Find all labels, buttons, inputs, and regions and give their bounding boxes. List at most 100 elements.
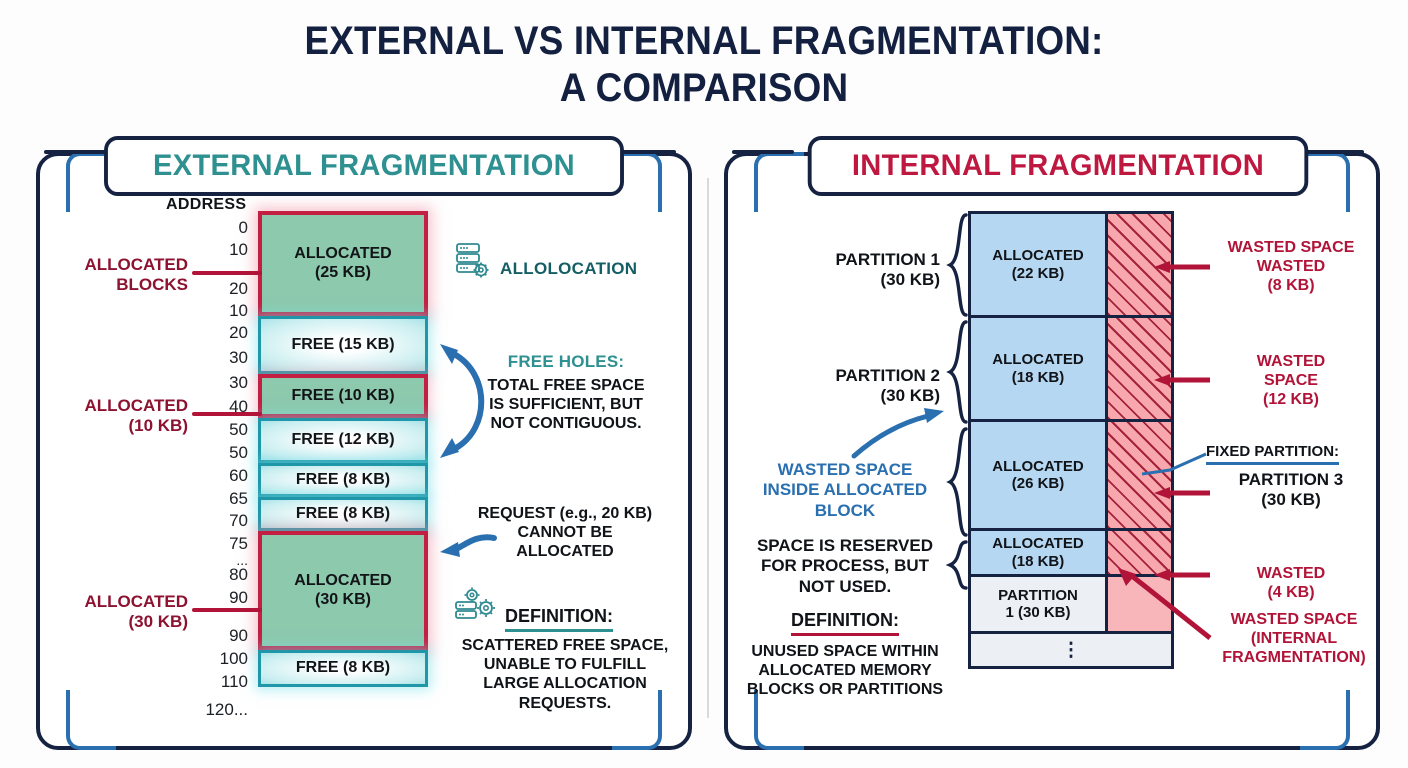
free-holes-heading-wrap: FREE HOLES: bbox=[466, 352, 666, 372]
free-holes-double-arrow-icon bbox=[440, 344, 485, 458]
partition-alloc-line2: (18 KB) bbox=[1011, 552, 1065, 570]
arrow-wasted-4kb-icon bbox=[1154, 569, 1210, 581]
reserved-note: SPACE IS RESERVED FOR PROCESS, BUT NOT U… bbox=[738, 536, 952, 597]
address-label: 50 bbox=[229, 420, 248, 439]
memory-block-line1: FREE (15 KB) bbox=[291, 335, 395, 353]
external-fragmentation-header: EXTERNAL FRAGMENTATION bbox=[104, 136, 624, 196]
dash-top-left-icon bbox=[44, 150, 106, 154]
free-holes-body-line1: TOTAL FREE SPACE bbox=[487, 377, 645, 394]
right-definition-line3: BLOCKS OR PARTITIONS bbox=[746, 681, 944, 699]
partition-1-line2: (30 KB) bbox=[880, 270, 940, 290]
request-note-line2: CANNOT BE bbox=[517, 524, 613, 542]
request-note-line3: ALLOCATED bbox=[516, 543, 614, 561]
reserved-note-line3: NOT USED. bbox=[798, 576, 892, 596]
partition-1-30kb-row: PARTITION 1 (30 KB) bbox=[968, 574, 1108, 634]
partition-1-line1: PARTITION 1 bbox=[835, 250, 940, 269]
left-definition-line3: LARGE ALLOCATION bbox=[483, 675, 647, 693]
brace-partition-4-icon bbox=[945, 540, 968, 590]
partition-alloc-line2: (22 KB) bbox=[1011, 264, 1065, 282]
ellipsis-glyph: ⋮ bbox=[1061, 639, 1081, 661]
arrow-wasted-8kb-icon bbox=[1154, 261, 1210, 273]
wasted-4-line2: (4 KB) bbox=[1267, 584, 1315, 602]
partition-3-label: PARTITION 3 (30 KB) bbox=[1196, 470, 1386, 511]
leader-line bbox=[192, 412, 262, 416]
fixed-partition-heading: FIXED PARTITION: bbox=[1206, 443, 1340, 465]
callout-allocated-10kb: ALLOCATED (10 KB) bbox=[58, 396, 188, 437]
page-title-line1: EXTERNAL VS INTERNAL FRAGMENTATION: bbox=[304, 19, 1104, 63]
reserved-note-line2: FOR PROCESS, BUT bbox=[760, 556, 930, 576]
callout-line1: ALLOCATED bbox=[84, 255, 188, 274]
leader-line bbox=[192, 608, 262, 612]
partition-alloc-text: ALLOCATED (26 KB) bbox=[992, 458, 1083, 493]
address-label: 30 bbox=[229, 373, 248, 392]
callout-line2: BLOCKS bbox=[116, 275, 188, 295]
callout-line2: (30 KB) bbox=[128, 612, 188, 632]
wasted-8-line1: WASTED SPACE bbox=[1227, 239, 1355, 256]
address-label: 90 bbox=[229, 588, 248, 607]
partition-allocated-18kb-top: ALLOCATED (18 KB) bbox=[968, 315, 1108, 422]
external-fragmentation-header-label: EXTERNAL FRAGMENTATION bbox=[153, 149, 575, 182]
bracket-top-left-icon bbox=[754, 152, 804, 212]
reserved-note-line1: SPACE IS RESERVED bbox=[756, 536, 934, 555]
partition-bottom-text: PARTITION 1 (30 KB) bbox=[998, 587, 1078, 622]
memory-block-allocated-25kb: ALLOCATED (25 KB) bbox=[258, 211, 428, 316]
partition-alloc-line2: (26 KB) bbox=[1011, 475, 1065, 492]
address-label: 120... bbox=[205, 700, 248, 719]
memory-block-column: ALLOCATED (25 KB) FREE (15 KB) FREE (10 … bbox=[258, 211, 428, 687]
partition-alloc-text: ALLOCATED (18 KB) bbox=[992, 351, 1083, 386]
callout-allocated-blocks: ALLOCATED BLOCKS bbox=[58, 255, 188, 296]
left-definition-heading-wrap: DEFINITION: bbox=[505, 606, 613, 632]
callout-allocated-30kb: ALLOCATED (30 KB) bbox=[58, 592, 188, 633]
memory-block-line1: FREE (12 KB) bbox=[291, 431, 395, 449]
memory-block-line1: FREE (8 KB) bbox=[295, 470, 391, 488]
partition-allocated-22kb: ALLOCATED (22 KB) bbox=[968, 211, 1108, 318]
arrow-internal-fragmentation-icon bbox=[1118, 568, 1212, 640]
left-definition-line4: REQUESTS. bbox=[518, 694, 612, 712]
address-label: 100 bbox=[219, 649, 248, 668]
address-label: 70 bbox=[229, 511, 248, 530]
wasted-12-line2: SPACE bbox=[1264, 372, 1318, 390]
fixed-partition-pointer-icon bbox=[1141, 452, 1207, 476]
free-holes-body: TOTAL FREE SPACE IS SUFFICIENT, BUT NOT … bbox=[456, 376, 676, 434]
address-label: 20 bbox=[229, 323, 248, 342]
partition-alloc-line2: (18 KB) bbox=[1011, 368, 1065, 386]
free-holes-heading: FREE HOLES: bbox=[507, 352, 625, 371]
address-label: 75 bbox=[229, 534, 248, 553]
wasted-space-internal-label: WASTED SPACE (INTERNAL FRAGMENTATION) bbox=[1188, 610, 1400, 668]
partition-alloc-line1: ALLOCATED bbox=[992, 247, 1084, 265]
memory-block-free-8kb-a: FREE (8 KB) bbox=[258, 463, 428, 497]
memory-block-line1: FREE (8 KB) bbox=[295, 504, 391, 522]
partition-row: ⋮ bbox=[968, 631, 1174, 669]
partition-row: PARTITION 1 (30 KB) bbox=[968, 574, 1174, 634]
wasted-space-8kb-label: WASTED SPACE WASTED (8 KB) bbox=[1196, 238, 1386, 296]
allocation-label: ALLOLOCATION bbox=[500, 259, 638, 278]
request-note-line1: REQUEST (e.g., 20 KB) bbox=[477, 505, 653, 522]
partition-row: ALLOCATED (18 KB) bbox=[968, 315, 1174, 422]
wasted-8-line2: WASTED bbox=[1256, 258, 1326, 276]
memory-block-free-10kb: FREE (10 KB) bbox=[258, 374, 428, 418]
bracket-bottom-right-icon bbox=[1300, 690, 1350, 750]
wasted-12-line1: WASTED bbox=[1256, 353, 1326, 370]
address-label: ... bbox=[236, 552, 248, 568]
blue-note-line2: INSIDE ALLOCATED bbox=[762, 480, 928, 500]
address-label: 0 bbox=[238, 218, 248, 237]
wasted-space-hatch-12kb bbox=[1108, 315, 1174, 422]
partition-alloc-text: ALLOCATED (22 KB) bbox=[992, 247, 1083, 282]
memory-block-line2: (25 KB) bbox=[314, 263, 371, 281]
address-label: 20 bbox=[229, 279, 248, 298]
wasted-space-hatch-4kb bbox=[1108, 528, 1174, 577]
memory-block-free-8kb-c: FREE (8 KB) bbox=[258, 650, 428, 687]
wasted-4kb-label: WASTED (4 KB) bbox=[1196, 564, 1386, 602]
partition-ellipsis-row: ⋮ bbox=[968, 631, 1174, 669]
right-definition-heading: DEFINITION: bbox=[791, 610, 899, 636]
callout-line1: ALLOCATED bbox=[84, 592, 188, 611]
arrow-partition-3-icon bbox=[1154, 487, 1210, 499]
address-label: 10 bbox=[229, 240, 248, 259]
memory-block-line1: FREE (8 KB) bbox=[295, 659, 391, 677]
partition-alloc-line1: ALLOCATED bbox=[992, 351, 1084, 369]
partition-2-line2: (30 KB) bbox=[880, 386, 940, 406]
right-definition-body: UNUSED SPACE WITHIN ALLOCATED MEMORY BLO… bbox=[722, 642, 968, 700]
memory-block-line1: FREE (10 KB) bbox=[291, 386, 395, 404]
memory-block-text: ALLOCATED (30 KB) bbox=[294, 572, 391, 609]
partition-bottom-line1: PARTITION bbox=[998, 586, 1078, 604]
